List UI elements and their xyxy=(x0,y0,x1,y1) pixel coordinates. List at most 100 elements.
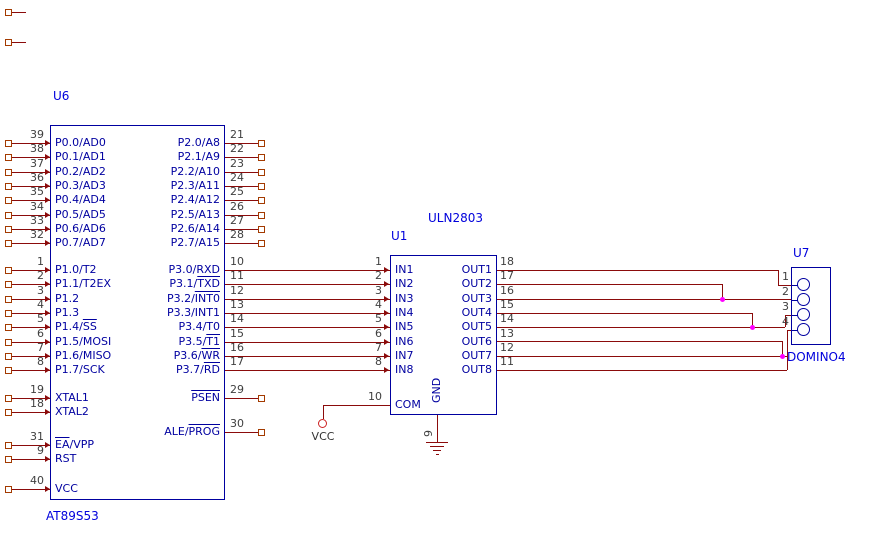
terminal-square[interactable] xyxy=(258,240,265,247)
out-wire[interactable] xyxy=(752,313,753,327)
terminal-square[interactable] xyxy=(5,212,12,219)
u6-pin-wire[interactable] xyxy=(225,243,258,244)
u6-pin-wire[interactable] xyxy=(225,200,258,201)
com-wire[interactable] xyxy=(323,406,324,419)
terminal-square[interactable] xyxy=(5,183,12,190)
vcc-terminal-icon[interactable] xyxy=(318,419,327,428)
u6-pin-wire[interactable] xyxy=(12,327,50,328)
u6-pin-wire[interactable] xyxy=(12,313,50,314)
p3-to-in-wire[interactable] xyxy=(225,356,390,357)
out-wire[interactable] xyxy=(497,313,752,314)
terminal-square[interactable] xyxy=(5,267,12,274)
u6-pin-wire[interactable] xyxy=(12,445,50,446)
terminal-square[interactable] xyxy=(5,395,12,402)
terminal-square[interactable] xyxy=(258,212,265,219)
u6-pin-wire[interactable] xyxy=(12,398,50,399)
stub-wire[interactable] xyxy=(12,42,26,43)
out-wire[interactable] xyxy=(787,330,791,331)
out-wire[interactable] xyxy=(778,270,779,285)
p3-to-in-wire[interactable] xyxy=(225,299,390,300)
out-wire[interactable] xyxy=(782,341,783,356)
u6-pin-wire[interactable] xyxy=(12,284,50,285)
p3-to-in-wire[interactable] xyxy=(225,342,390,343)
terminal-square[interactable] xyxy=(5,486,12,493)
u6-pin-wire[interactable] xyxy=(12,342,50,343)
u6-pin-wire[interactable] xyxy=(12,143,50,144)
com-wire[interactable] xyxy=(323,405,390,406)
u6-pin-wire[interactable] xyxy=(12,299,50,300)
p3-to-in-wire[interactable] xyxy=(225,313,390,314)
ground-bar[interactable] xyxy=(426,442,448,443)
terminal-square[interactable] xyxy=(258,140,265,147)
u6-body[interactable] xyxy=(50,125,225,500)
u6-pin-wire[interactable] xyxy=(225,432,258,433)
stub-wire[interactable] xyxy=(12,12,26,13)
u7-body[interactable] xyxy=(791,267,831,345)
out-wire[interactable] xyxy=(778,285,791,286)
u6-pin-wire[interactable] xyxy=(225,157,258,158)
u6-pin-wire[interactable] xyxy=(12,412,50,413)
u6-pin-wire[interactable] xyxy=(12,459,50,460)
u6-pin-wire[interactable] xyxy=(225,398,258,399)
p3-to-in-wire[interactable] xyxy=(225,327,390,328)
out-wire[interactable] xyxy=(787,330,788,370)
terminal-square[interactable] xyxy=(258,197,265,204)
out-wire[interactable] xyxy=(497,299,791,300)
u6-pin-wire[interactable] xyxy=(12,186,50,187)
terminal-square[interactable] xyxy=(5,409,12,416)
out-wire[interactable] xyxy=(785,315,791,316)
u6-pin-wire[interactable] xyxy=(12,229,50,230)
terminal-square[interactable] xyxy=(258,154,265,161)
out-wire[interactable] xyxy=(497,370,787,371)
terminal-square[interactable] xyxy=(5,197,12,204)
terminal-square[interactable] xyxy=(5,240,12,247)
terminal-square[interactable] xyxy=(5,39,12,46)
gnd-wire[interactable] xyxy=(437,415,438,442)
ground-bar[interactable] xyxy=(436,454,439,455)
terminal-square[interactable] xyxy=(5,324,12,331)
p3-to-in-wire[interactable] xyxy=(225,284,390,285)
u6-pin-wire[interactable] xyxy=(225,172,258,173)
u6-pin-wire[interactable] xyxy=(12,370,50,371)
u6-pin-wire[interactable] xyxy=(12,157,50,158)
out-wire[interactable] xyxy=(497,341,782,342)
terminal-square[interactable] xyxy=(5,353,12,360)
u6-pin-wire[interactable] xyxy=(225,186,258,187)
terminal-square[interactable] xyxy=(5,281,12,288)
terminal-square[interactable] xyxy=(5,169,12,176)
terminal-square[interactable] xyxy=(5,456,12,463)
terminal-square[interactable] xyxy=(5,442,12,449)
terminal-square[interactable] xyxy=(258,226,265,233)
terminal-square[interactable] xyxy=(258,395,265,402)
u6-pin-wire[interactable] xyxy=(12,172,50,173)
out-wire[interactable] xyxy=(785,315,786,327)
out-wire[interactable] xyxy=(497,327,785,328)
u6-pin-wire[interactable] xyxy=(12,243,50,244)
terminal-square[interactable] xyxy=(5,154,12,161)
terminal-square[interactable] xyxy=(258,169,265,176)
terminal-square[interactable] xyxy=(258,183,265,190)
ground-bar[interactable] xyxy=(433,450,441,451)
u6-pin-wire[interactable] xyxy=(12,489,50,490)
u1-body[interactable] xyxy=(390,255,497,415)
terminal-square[interactable] xyxy=(5,339,12,346)
u6-pin-wire[interactable] xyxy=(225,215,258,216)
ground-bar[interactable] xyxy=(430,446,444,447)
out-wire[interactable] xyxy=(497,356,787,357)
p3-to-in-wire[interactable] xyxy=(225,270,390,271)
u6-pin-wire[interactable] xyxy=(225,229,258,230)
p3-to-in-wire[interactable] xyxy=(225,370,390,371)
out-wire[interactable] xyxy=(497,270,778,271)
terminal-square[interactable] xyxy=(5,296,12,303)
terminal-square[interactable] xyxy=(5,140,12,147)
u6-pin-wire[interactable] xyxy=(12,356,50,357)
out-wire[interactable] xyxy=(497,284,722,285)
u6-pin-wire[interactable] xyxy=(12,200,50,201)
terminal-square[interactable] xyxy=(5,310,12,317)
u6-pin-wire[interactable] xyxy=(12,215,50,216)
u6-pin-wire[interactable] xyxy=(12,270,50,271)
terminal-square[interactable] xyxy=(5,226,12,233)
out-wire[interactable] xyxy=(722,284,723,299)
terminal-square[interactable] xyxy=(5,9,12,16)
terminal-square[interactable] xyxy=(258,429,265,436)
